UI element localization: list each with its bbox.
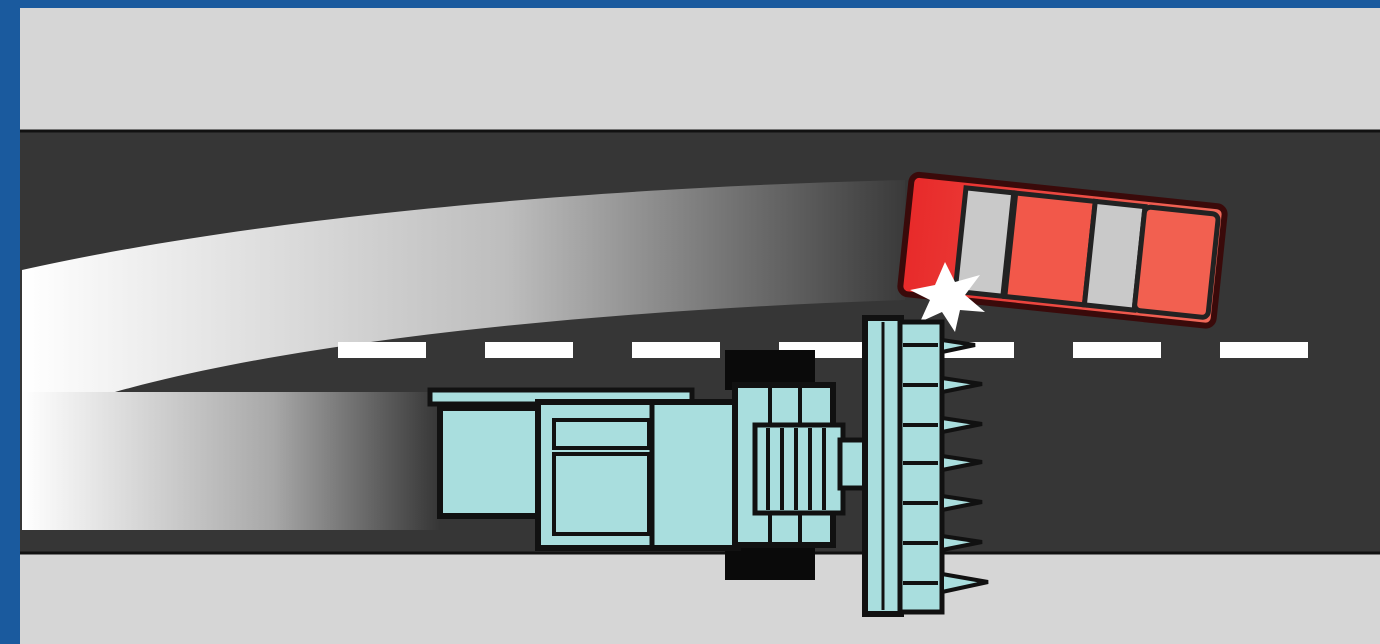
headlight-beam-lower: [22, 392, 440, 530]
bottom-shoulder: [20, 552, 1380, 644]
top-shoulder: [20, 8, 1380, 132]
